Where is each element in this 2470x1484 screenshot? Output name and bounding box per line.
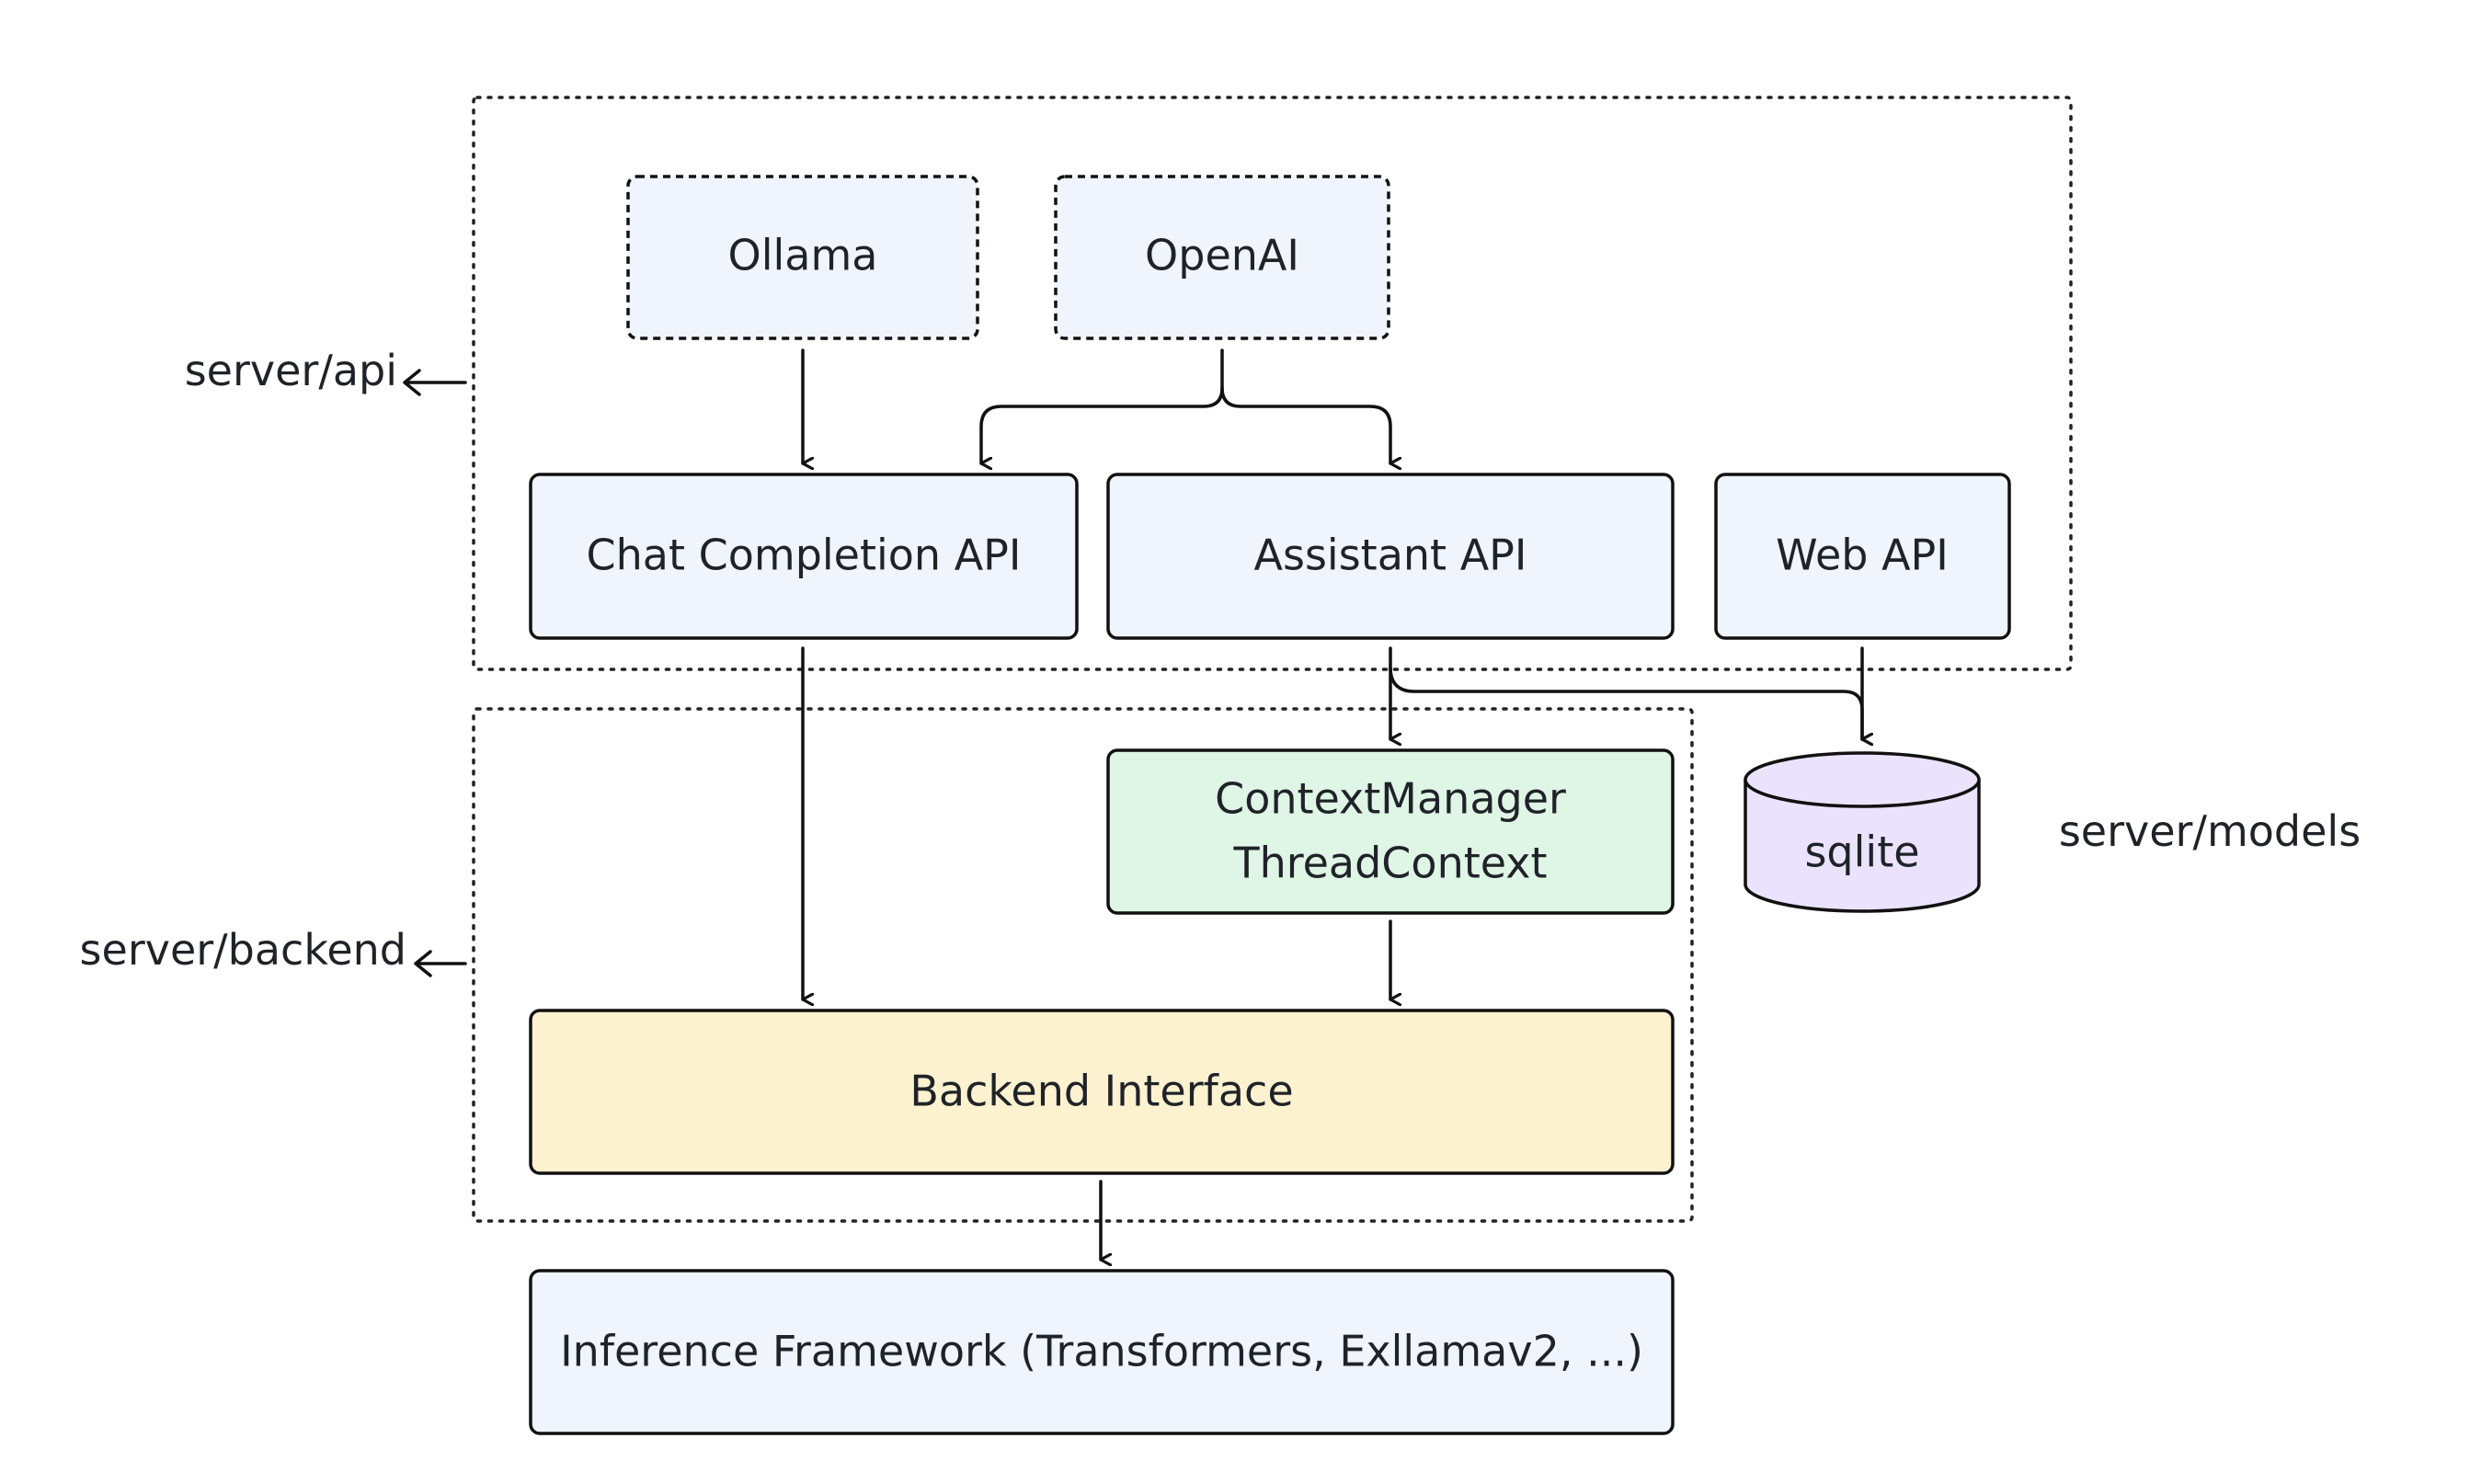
edge-assistant-to-sqlite [1389,666,1862,739]
context-manager-node: ContextManager ThreadContext [1106,748,1675,915]
backend-interface-label: Backend Interface [909,1067,1293,1116]
edge-openai-split [979,348,1224,463]
server-api-pointer [403,369,467,396]
inference-framework-node: Inference Framework (Transformers, Exlla… [529,1269,1675,1435]
thread-context-label: ThreadContext [1232,839,1547,888]
backend-interface-node: Backend Interface [529,1009,1675,1175]
web-api-label: Web API [1776,531,1949,580]
server-backend-region [472,707,1694,1223]
server-api-region [472,96,2073,671]
openai-label: OpenAI [1145,231,1299,280]
server-models-label: server/models [2059,806,2361,856]
chat-completion-api-label: Chat Completion API [587,531,1022,580]
assistant-api-label: Assistant API [1254,531,1527,580]
sqlite-database-node: sqlite [1744,751,1981,913]
ollama-node: Ollama [626,175,979,340]
openai-node: OpenAI [1054,175,1390,340]
server-backend-pointer [414,950,467,977]
chat-completion-api-node: Chat Completion API [529,473,1079,640]
ollama-label: Ollama [728,231,878,280]
server-api-label: server/api [185,346,397,395]
sqlite-label: sqlite [1804,828,1919,877]
assistant-api-node: Assistant API [1106,473,1675,640]
inference-framework-label: Inference Framework (Transformers, Exlla… [560,1327,1643,1376]
server-backend-label: server/backend [80,925,406,975]
context-manager-label: ContextManager [1215,774,1566,824]
web-api-node: Web API [1714,473,2011,640]
edge-openai-to-assistant [1220,386,1390,463]
